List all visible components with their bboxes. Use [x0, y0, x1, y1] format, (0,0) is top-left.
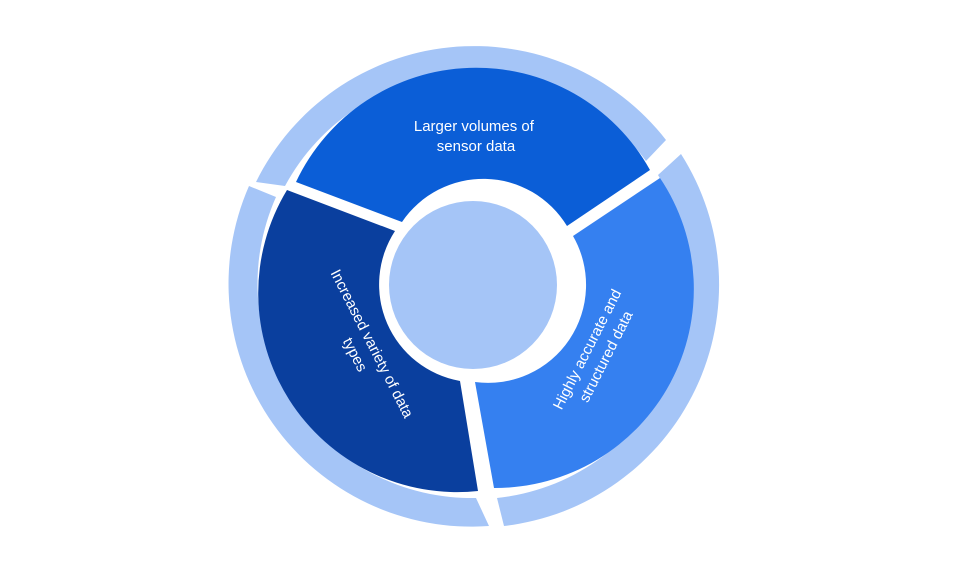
center-circle: [389, 201, 557, 369]
segment-right: [475, 178, 694, 489]
segment-top: [296, 67, 650, 227]
segment-top-line2: sensor data: [437, 138, 516, 155]
outer-ring-arc-left: [228, 186, 489, 527]
outer-ring-arc-right: [497, 154, 720, 526]
segment-left: [258, 190, 478, 493]
segment-top-line1: Larger volumes of: [414, 118, 535, 135]
segment-top-label: Larger volumes of sensor data: [414, 118, 538, 155]
outer-ring-arc-top: [256, 46, 666, 187]
